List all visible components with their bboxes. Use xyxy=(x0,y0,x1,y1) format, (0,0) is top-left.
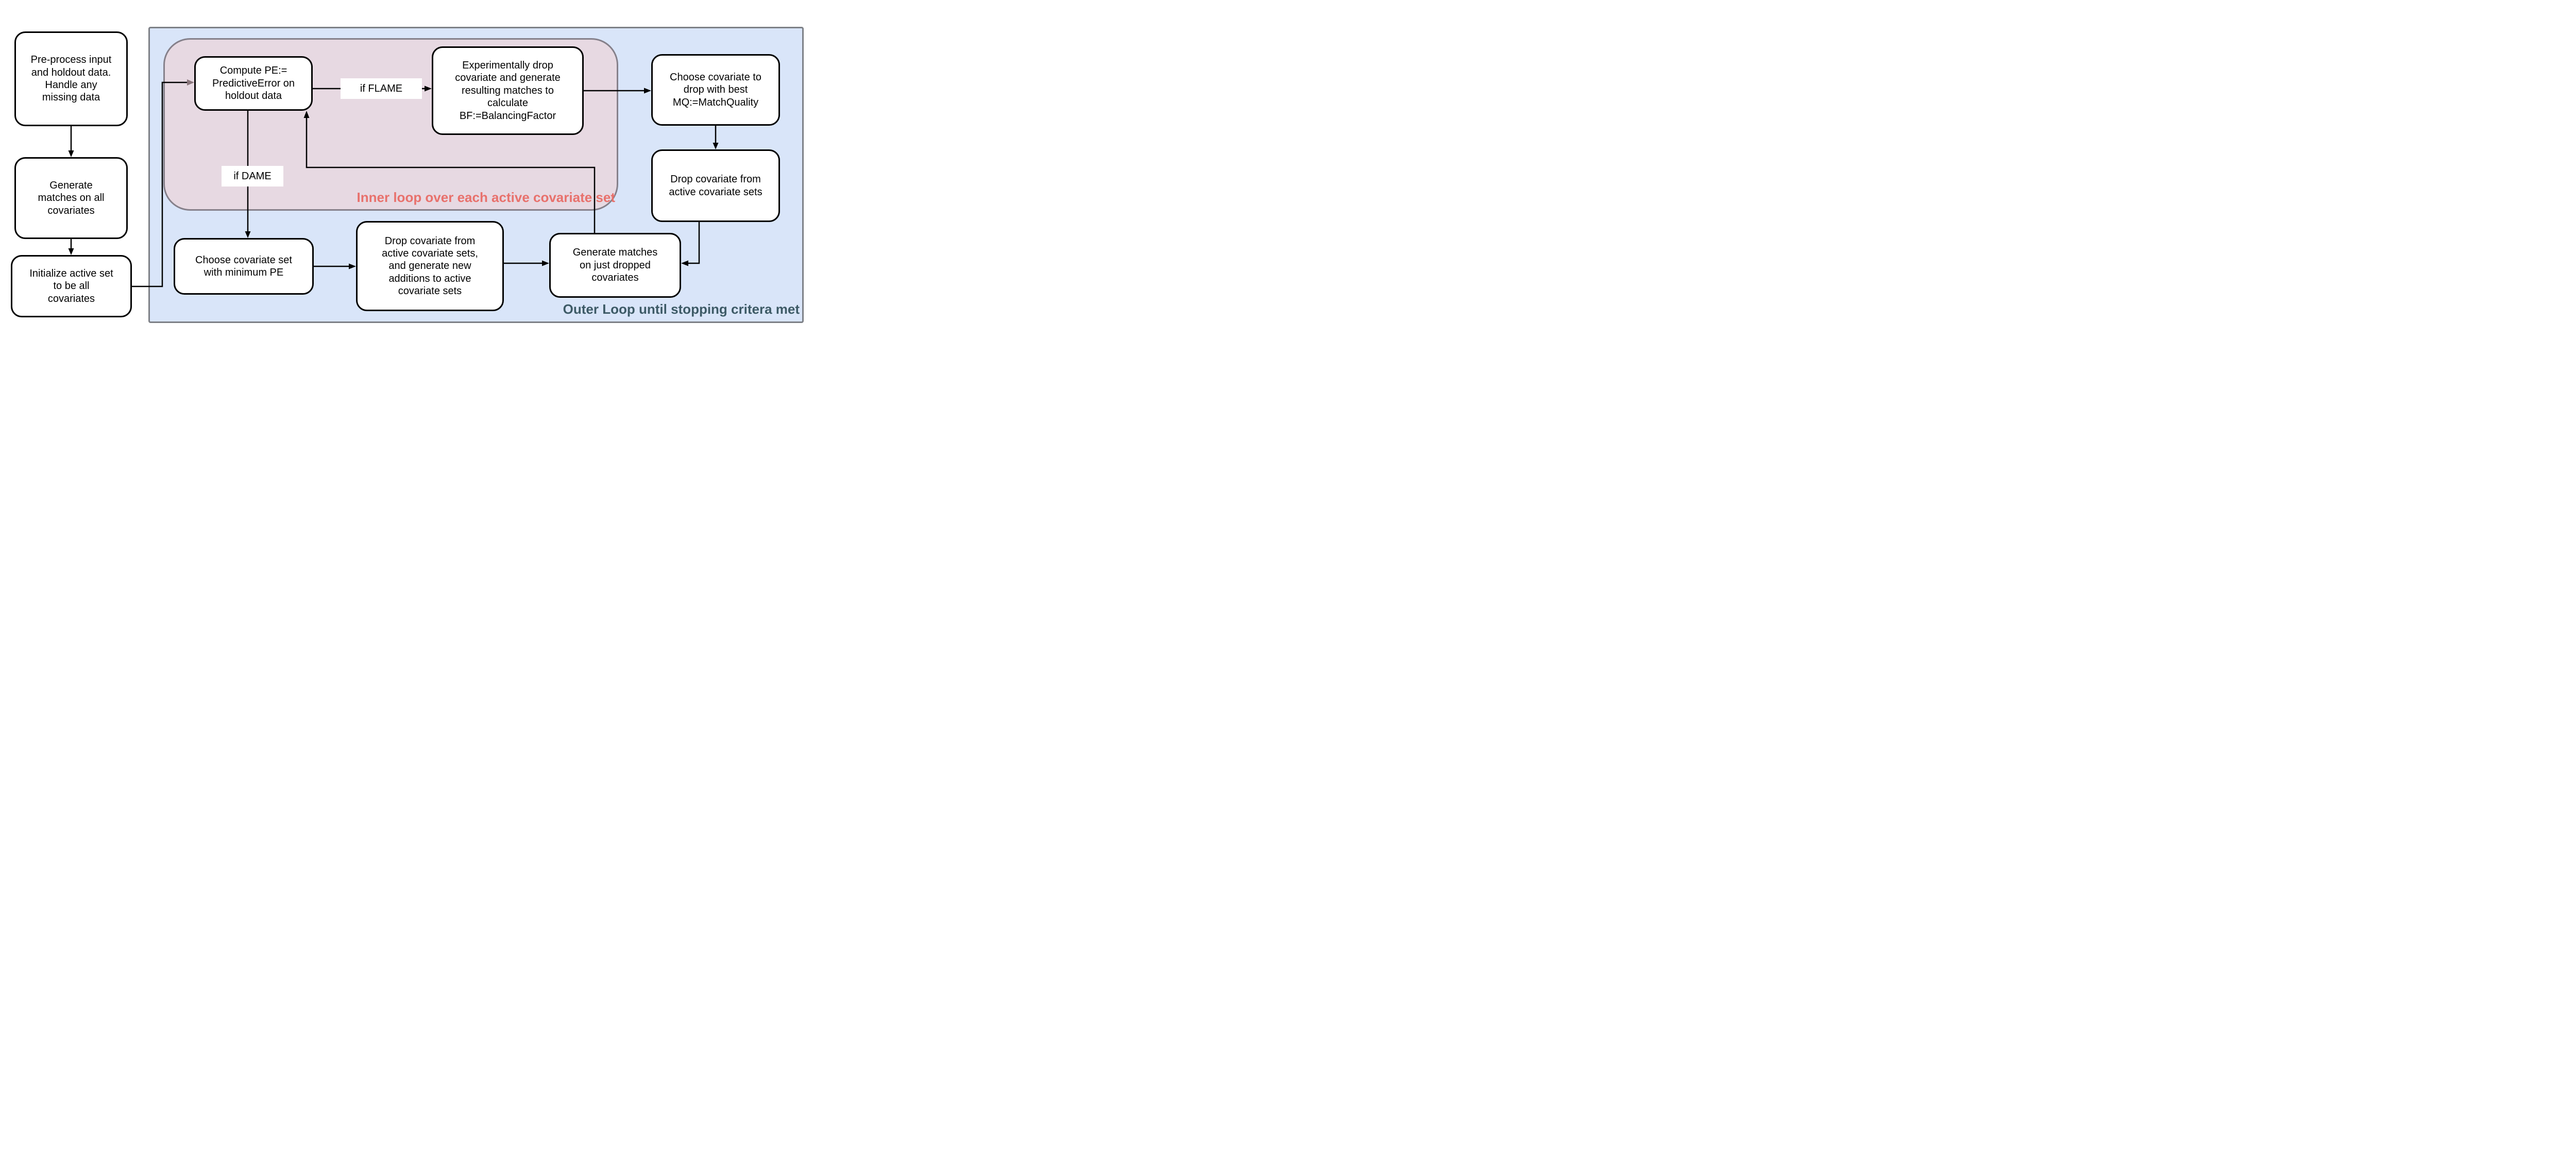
node-drop-active: Drop covariate from active covariate set… xyxy=(651,149,780,222)
edge-label-if-dame: if DAME xyxy=(222,166,283,186)
node-generate-dropped: Generate matches on just dropped covaria… xyxy=(549,233,681,298)
arrow-generate-dropped-to-compute-pe-feedback xyxy=(303,111,596,233)
outer-loop-caption: Outer Loop until stopping critera met xyxy=(563,301,800,317)
arrow-drop-active-to-generate-dropped xyxy=(681,222,700,266)
node-initialize: Initialize active set to be all covariat… xyxy=(11,255,132,317)
connector-layer xyxy=(68,79,719,287)
arrow-preprocess-to-generate-all xyxy=(68,126,74,157)
arrow-choose-mq-to-drop-active xyxy=(713,126,719,149)
arrow-initialize-to-compute-pe xyxy=(132,79,194,287)
node-preprocess: Pre-process input and holdout data. Hand… xyxy=(14,31,128,126)
node-choose-mq: Choose covariate to drop with best MQ:=M… xyxy=(651,54,780,126)
node-choose-min-pe: Choose covariate set with minimum PE xyxy=(174,238,314,295)
arrow-experimental-drop-to-choose-mq xyxy=(584,88,651,94)
node-generate-all: Generate matches on all covariates xyxy=(14,157,128,239)
edge-label-if-flame: if FLAME xyxy=(341,78,422,99)
node-drop-additions: Drop covariate from active covariate set… xyxy=(356,221,504,311)
flowchart-canvas: Pre-process input and holdout data. Hand… xyxy=(0,0,808,350)
node-experimental-drop: Experimentally drop covariate and genera… xyxy=(432,46,584,135)
inner-loop-caption: Inner loop over each active covariate se… xyxy=(357,190,615,205)
arrow-drop-additions-to-generate-dropped xyxy=(504,260,549,266)
arrow-generate-all-to-initialize xyxy=(68,239,74,255)
node-compute-pe: Compute PE:= PredictiveError on holdout … xyxy=(194,56,313,111)
arrow-choose-min-pe-to-drop-additions xyxy=(314,263,356,269)
